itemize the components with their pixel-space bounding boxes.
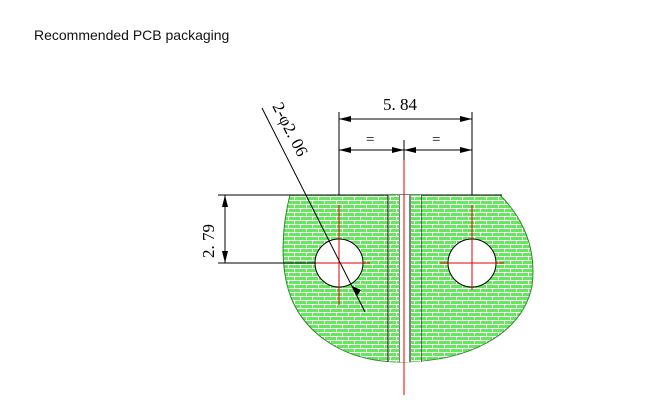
arrow-eq-2 — [392, 147, 404, 153]
arrow-height-top — [222, 195, 228, 207]
leader-line-hole — [261, 107, 366, 313]
arrow-spacing-right — [460, 116, 472, 122]
dim-spacing-label: 5. 84 — [383, 95, 418, 114]
dim-height-label: 2. 79 — [199, 224, 218, 258]
page-title: Recommended PCB packaging — [34, 27, 230, 43]
arrow-eq-1 — [339, 147, 351, 153]
dim-equal-left: = — [366, 132, 374, 148]
arrow-eq-3 — [404, 147, 416, 153]
dim-hole-label: 2-φ2. 06 — [268, 99, 311, 159]
arrow-eq-4 — [460, 147, 472, 153]
slot-fill-left — [389, 195, 399, 362]
arrow-height-bottom — [222, 251, 228, 263]
slot-fill-right — [411, 195, 421, 362]
arrow-leader — [352, 286, 361, 296]
arrow-spacing-left — [339, 116, 351, 122]
dim-equal-right: = — [432, 132, 440, 148]
